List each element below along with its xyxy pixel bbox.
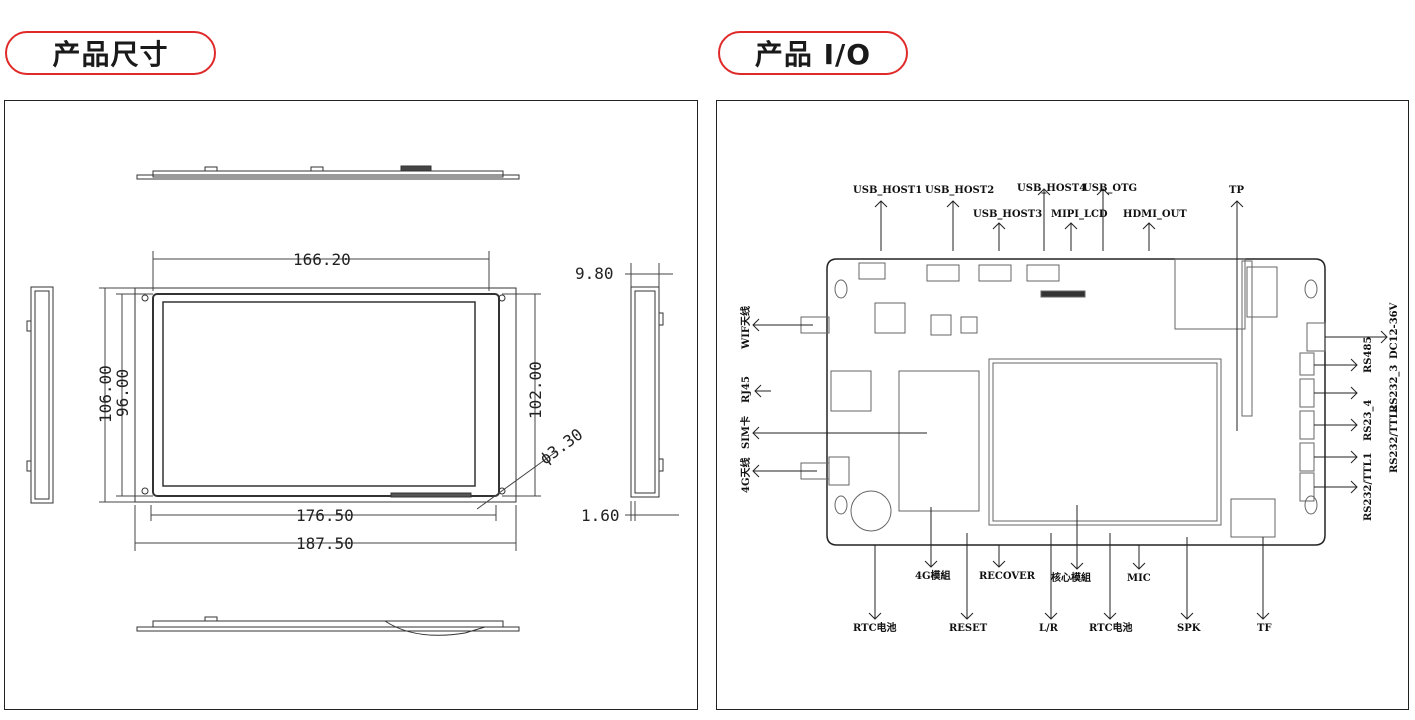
label-core-module: 核心模組	[1051, 571, 1091, 584]
label-usb-host2: USB_HOST2	[925, 185, 994, 196]
section-title-io: 产品 I/O	[718, 31, 908, 75]
label-rs232-ttl1: RS232/TTL1	[1363, 452, 1374, 521]
dim-depth: 9.80	[575, 264, 614, 283]
label-recover: RECOVER	[979, 571, 1036, 582]
label-dc: DC12-36V	[1389, 302, 1400, 359]
section-title-dimensions: 产品尺寸	[5, 31, 216, 75]
label-lr: L/R	[1039, 623, 1059, 634]
label-tp: TP	[1229, 185, 1244, 196]
label-reset: RESET	[949, 623, 988, 634]
label-rs232-3: RS232_3	[1389, 365, 1400, 413]
label-sim: SIM卡	[739, 416, 752, 449]
right-side-view	[630, 286, 664, 498]
label-rj45: RJ45	[741, 376, 752, 403]
left-side-view	[26, 286, 54, 504]
label-mic: MIC	[1127, 573, 1151, 584]
dim-width-outer: 187.50	[296, 534, 354, 553]
label-tf: TF	[1257, 623, 1272, 634]
label-mipi-lcd: MIPI_LCD	[1051, 209, 1108, 220]
dim-hole: ϕ3.30	[536, 425, 586, 469]
dim-height-right: 102.00	[526, 361, 545, 419]
label-rs485: RS485	[1363, 337, 1374, 373]
label-rs232-4: RS23_4	[1363, 400, 1374, 441]
io-diagram-panel: USB_HOST1 USB_HOST2 USB_HOST3 USB_HOST4 …	[716, 100, 1409, 710]
pcb-board	[826, 258, 1326, 546]
label-4g-antenna: 4G天线	[739, 458, 752, 494]
label-4g-module: 4G模組	[915, 569, 951, 582]
front-view	[134, 287, 517, 503]
label-rtc-battery-right: RTC电池	[1089, 621, 1133, 634]
dim-height-inner: 96.00	[113, 369, 132, 417]
bottom-side-view	[136, 616, 520, 636]
dimension-drawing-panel: 166.20 176.50 187.50 106.00 96.00 102.00…	[4, 100, 698, 710]
label-hdmi-out: HDMI_OUT	[1123, 209, 1187, 220]
core-module	[988, 358, 1222, 526]
dim-thickness: 1.60	[581, 506, 620, 525]
label-usb-host1: USB_HOST1	[853, 185, 922, 196]
dim-height-outer: 106.00	[96, 365, 115, 423]
label-wifi: WIF天线	[739, 306, 752, 350]
io-diagram: USB_HOST1 USB_HOST2 USB_HOST3 USB_HOST4 …	[739, 183, 1400, 634]
dim-width-mid: 176.50	[296, 506, 354, 525]
top-side-view	[136, 165, 520, 180]
label-rs232-ttl2: RS232/TTL2	[1389, 404, 1400, 473]
label-spk: SPK	[1177, 623, 1201, 634]
dim-width-inner: 166.20	[293, 250, 351, 269]
label-usb-otg: USB_OTG	[1083, 183, 1137, 194]
dimension-drawing: 166.20 176.50 187.50 106.00 96.00 102.00…	[26, 165, 679, 636]
label-usb-host3: USB_HOST3	[973, 209, 1042, 220]
label-rtc-battery-left: RTC电池	[853, 621, 897, 634]
label-usb-host4: USB_HOST4	[1017, 183, 1086, 194]
